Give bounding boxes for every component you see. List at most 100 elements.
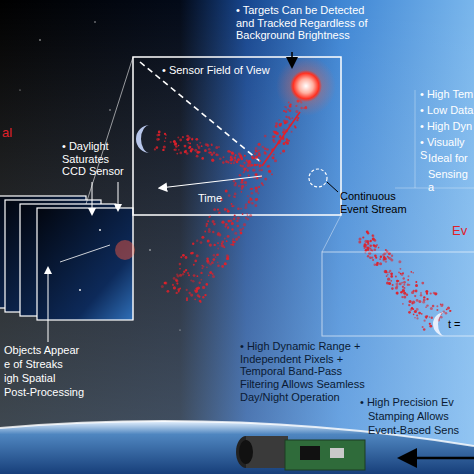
event-dot bbox=[258, 186, 260, 188]
event-dot bbox=[196, 240, 198, 242]
event-dot bbox=[385, 249, 387, 251]
event-dot bbox=[415, 290, 418, 293]
event-dot bbox=[249, 214, 252, 217]
event-dot bbox=[359, 238, 362, 241]
event-dot bbox=[232, 238, 234, 240]
event-dot bbox=[410, 309, 413, 312]
event-dot bbox=[182, 136, 184, 138]
event-dot bbox=[190, 294, 193, 297]
event-dot bbox=[226, 208, 228, 210]
event-dot bbox=[236, 220, 238, 222]
event-dot bbox=[370, 240, 372, 242]
event-dot bbox=[230, 156, 233, 159]
event-dot bbox=[225, 190, 228, 193]
event-dot bbox=[156, 134, 159, 137]
event-dot bbox=[289, 118, 291, 120]
event-dot bbox=[232, 240, 234, 242]
event-dot bbox=[212, 231, 214, 233]
event-dot bbox=[279, 124, 282, 127]
event-dot bbox=[409, 300, 412, 303]
note-fragment: Sensing a bbox=[428, 168, 474, 193]
event-dot bbox=[188, 137, 191, 140]
event-dot bbox=[207, 261, 210, 264]
event-dot bbox=[208, 228, 211, 231]
event-dot bbox=[224, 238, 226, 240]
event-dot bbox=[158, 138, 160, 140]
event-dot bbox=[283, 129, 285, 131]
event-dot bbox=[407, 279, 409, 281]
event-dot bbox=[156, 146, 159, 149]
event-dot bbox=[362, 236, 364, 238]
event-dot bbox=[176, 273, 178, 275]
event-dot bbox=[244, 181, 247, 184]
event-dot bbox=[237, 225, 240, 228]
event-dot bbox=[211, 144, 213, 146]
event-dot bbox=[219, 157, 222, 160]
event-dot bbox=[412, 301, 415, 304]
event-dot bbox=[256, 164, 258, 166]
event-dot bbox=[387, 278, 390, 281]
event-dot bbox=[213, 258, 216, 261]
event-dot bbox=[192, 243, 194, 245]
event-dot bbox=[254, 173, 257, 176]
event-dot bbox=[230, 162, 232, 164]
event-dot bbox=[384, 270, 387, 273]
event-dot bbox=[206, 266, 208, 268]
event-dot bbox=[230, 244, 232, 246]
event-dot bbox=[209, 271, 212, 274]
event-dot bbox=[194, 149, 197, 152]
event-dot bbox=[243, 171, 245, 173]
event-dot bbox=[422, 326, 424, 328]
event-dot bbox=[268, 170, 271, 173]
event-dot bbox=[231, 228, 233, 230]
event-dot bbox=[285, 120, 288, 123]
event-dot bbox=[206, 223, 209, 226]
event-dot bbox=[241, 191, 243, 193]
event-dot bbox=[211, 144, 213, 146]
event-dot bbox=[247, 215, 249, 217]
event-dot bbox=[255, 150, 258, 153]
event-dot bbox=[238, 185, 241, 188]
event-dot bbox=[217, 242, 219, 244]
event-dot bbox=[216, 154, 218, 156]
event-dot bbox=[251, 202, 253, 204]
event-dot bbox=[211, 159, 214, 162]
event-dot bbox=[370, 247, 372, 249]
event-dot bbox=[212, 275, 215, 278]
event-dot bbox=[176, 283, 178, 285]
event-dot bbox=[272, 139, 274, 141]
event-dot bbox=[288, 140, 290, 142]
event-dot bbox=[204, 294, 206, 296]
event-dot bbox=[199, 142, 201, 144]
event-dot bbox=[197, 151, 200, 154]
event-dot bbox=[178, 149, 180, 151]
event-dot bbox=[239, 174, 242, 177]
event-dot bbox=[247, 195, 249, 197]
event-dot bbox=[188, 148, 190, 150]
event-dot bbox=[440, 304, 443, 307]
event-dot bbox=[371, 257, 373, 259]
event-dot bbox=[156, 138, 159, 141]
event-dot bbox=[180, 256, 182, 258]
event-dot bbox=[372, 259, 374, 261]
event-dot bbox=[238, 236, 241, 239]
event-dot bbox=[443, 310, 446, 313]
event-dot bbox=[390, 272, 393, 275]
event-dot bbox=[242, 228, 244, 230]
event-dot bbox=[221, 265, 224, 268]
event-dot bbox=[227, 235, 230, 238]
event-dot bbox=[158, 131, 161, 134]
event-dot bbox=[450, 310, 452, 312]
event-dot bbox=[429, 323, 431, 325]
event-dot bbox=[204, 149, 207, 152]
event-dot bbox=[179, 263, 182, 266]
event-dot bbox=[217, 154, 219, 156]
event-dot bbox=[176, 280, 179, 283]
event-dot bbox=[391, 287, 394, 290]
event-dot bbox=[231, 160, 233, 162]
event-dot bbox=[279, 125, 281, 127]
event-dot bbox=[408, 275, 410, 277]
event-dot bbox=[395, 276, 397, 278]
event-dot bbox=[209, 244, 212, 247]
event-dot bbox=[221, 241, 224, 244]
